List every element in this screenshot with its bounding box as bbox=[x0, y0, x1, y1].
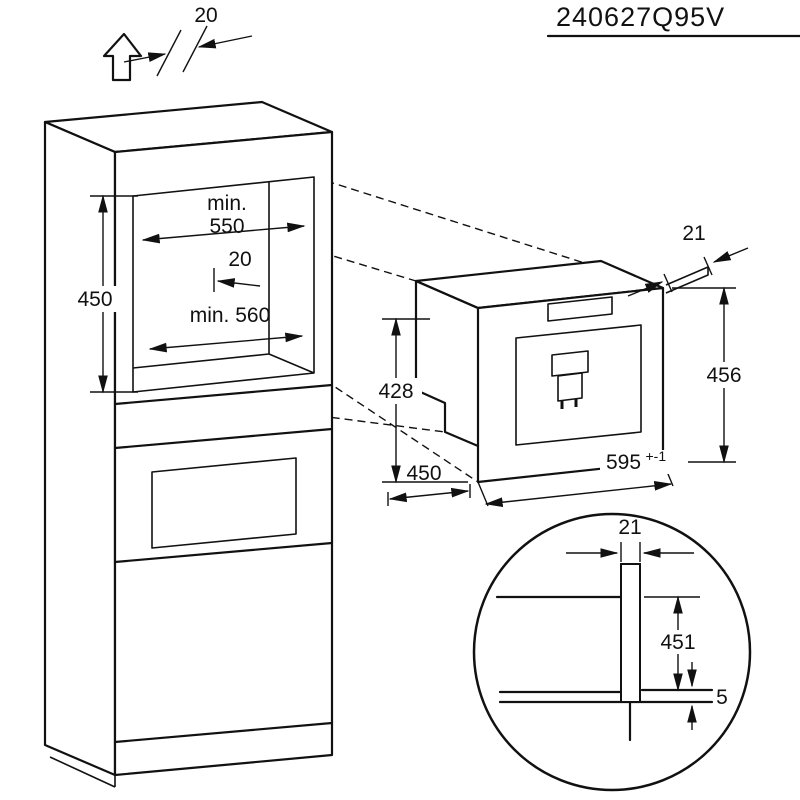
up-arrow-icon bbox=[102, 32, 143, 82]
appliance-recess bbox=[515, 324, 642, 446]
detail-view: 21 451 5 bbox=[472, 512, 752, 792]
dimension-body-depth: 450 bbox=[387, 462, 471, 506]
cabinet-niche bbox=[132, 176, 315, 393]
dimension-niche-height: 450 bbox=[70, 194, 138, 394]
body-height-value: 428 bbox=[378, 380, 413, 403]
appliance-drawing: 21 456 428 450 bbox=[370, 222, 750, 508]
overlap-value: 21 bbox=[682, 222, 705, 245]
inner-gap-value: 20 bbox=[228, 248, 251, 271]
dimension-total-height: 456 bbox=[672, 286, 750, 464]
dimension-inner-gap: 20 bbox=[213, 248, 261, 292]
dimension-width: 595 +-1 bbox=[477, 448, 688, 508]
panel-thickness-value: 21 bbox=[618, 516, 641, 539]
door-window bbox=[151, 457, 297, 549]
width-value: 595 +-1 bbox=[606, 448, 666, 474]
frame-edge-strip bbox=[665, 266, 709, 294]
bottom-gap-value: 5 bbox=[716, 686, 728, 709]
dimension-top-gap: 20 bbox=[123, 4, 253, 77]
coffee-spout-upper bbox=[551, 350, 589, 377]
dimension-panel-thickness: 21 bbox=[566, 516, 694, 562]
dimension-bottom-gap: 5 bbox=[687, 662, 728, 730]
dimension-front-height: 451 bbox=[644, 595, 702, 692]
body-depth-value: 450 bbox=[406, 462, 441, 485]
total-height-value: 456 bbox=[706, 364, 741, 387]
niche-height-value: 450 bbox=[77, 288, 112, 311]
appliance-display bbox=[547, 296, 613, 322]
niche-width-value: 550 bbox=[209, 215, 244, 238]
cabinet-drawing: 20 min. 550 20 450 min. 560 bbox=[43, 4, 664, 788]
cabinet-front-panels bbox=[49, 383, 334, 788]
dimension-niche-width: min. 550 bbox=[141, 192, 306, 244]
cabinet-left-side bbox=[43, 120, 117, 777]
cabinet-front-face bbox=[113, 130, 334, 777]
detail-circle bbox=[472, 512, 752, 792]
part-number: 240627Q95V bbox=[556, 2, 725, 32]
niche-width-min-label: min. bbox=[207, 192, 247, 215]
front-height-value: 451 bbox=[660, 631, 695, 654]
dimension-body-height: 428 bbox=[370, 317, 468, 484]
top-gap-value: 20 bbox=[194, 4, 217, 27]
dimension-overlap: 21 bbox=[627, 222, 749, 297]
detail-front-panel-bar bbox=[620, 563, 641, 703]
niche-depth-value: min. 560 bbox=[190, 304, 271, 327]
appliance-side-steps bbox=[414, 279, 480, 448]
coffee-spout-lower bbox=[557, 372, 583, 402]
part-number-block: 240627Q95V bbox=[546, 2, 800, 38]
dimension-niche-depth: min. 560 bbox=[148, 304, 304, 353]
